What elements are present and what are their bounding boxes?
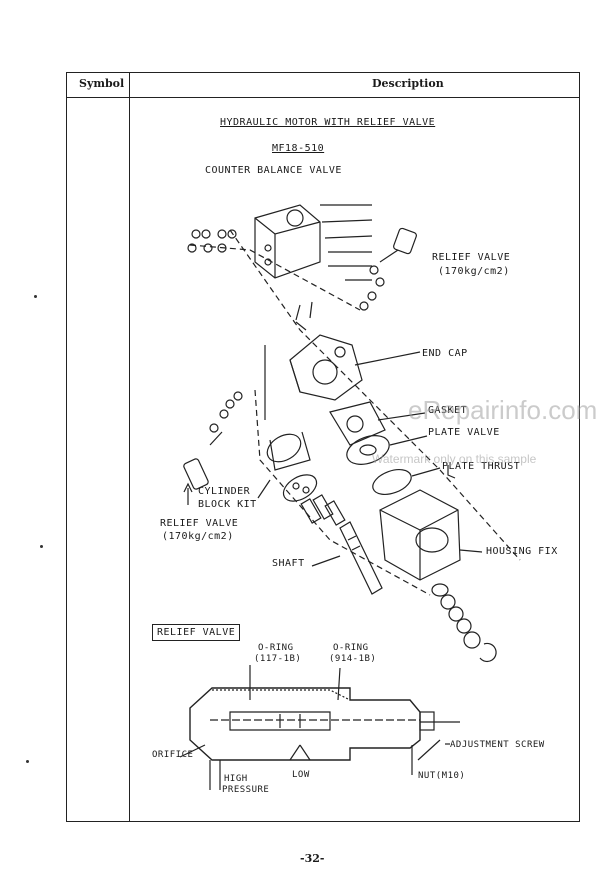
column-divider bbox=[129, 73, 130, 821]
watermark-note: Watermark only on this sample bbox=[372, 452, 537, 466]
label-relief-valve-top: RELIEF VALVE bbox=[432, 252, 511, 263]
label-pressure: PRESSURE bbox=[222, 785, 270, 795]
end-cap-bolts bbox=[295, 301, 313, 331]
label-plate-valve: PLATE VALVE bbox=[428, 427, 500, 438]
plate-thrust-part bbox=[372, 467, 441, 495]
seal-rings-right bbox=[431, 583, 497, 663]
shaft-part bbox=[311, 521, 383, 595]
relief-valve-top-part bbox=[359, 227, 417, 311]
scan-speck bbox=[34, 295, 37, 298]
assembly-axis-line bbox=[254, 389, 431, 596]
label-o-ring-1-code: (117-1B) bbox=[254, 654, 302, 664]
plate-valve-part bbox=[346, 435, 428, 465]
relief-valve-section-title: RELIEF VALVE bbox=[152, 624, 241, 641]
assembly-axis-line bbox=[229, 229, 521, 561]
label-gasket: GASKET bbox=[428, 405, 468, 416]
table-header-row: Symbol Description bbox=[67, 73, 579, 98]
label-adjustment-screw: ADJUSTMENT SCREW bbox=[450, 740, 545, 750]
leader-line bbox=[447, 465, 456, 479]
label-end-cap: END CAP bbox=[422, 348, 468, 359]
page-number: -32- bbox=[300, 852, 325, 865]
label-relief-valve-left-value: (170kg/cm2) bbox=[162, 531, 234, 542]
label-relief-valve-top-value: (170kg/cm2) bbox=[438, 266, 510, 277]
description-column-header: Description bbox=[372, 77, 444, 90]
label-relief-valve-left: RELIEF VALVE bbox=[160, 518, 239, 529]
end-cap-part bbox=[289, 334, 421, 401]
assembly-axis-line bbox=[189, 244, 361, 311]
scan-speck bbox=[40, 545, 43, 548]
label-nut: NUT(M10) bbox=[418, 771, 466, 781]
label-o-ring-2: O-RING bbox=[333, 643, 369, 653]
spec-table: Symbol Description bbox=[66, 72, 580, 822]
label-o-ring-1: O-RING bbox=[258, 643, 294, 653]
drawing-subtitle: COUNTER BALANCE VALVE bbox=[205, 165, 342, 176]
leader-line bbox=[257, 479, 271, 499]
gasket-part bbox=[329, 401, 426, 446]
model-number: MF18-510 bbox=[272, 143, 325, 154]
watermark-brand: eRepairinfo.com bbox=[408, 395, 598, 425]
piston-set bbox=[300, 494, 346, 526]
label-high: HIGH bbox=[224, 774, 248, 784]
relief-valve-left-part bbox=[183, 391, 243, 505]
counter-balance-valve-block bbox=[254, 204, 321, 279]
symbol-column-header: Symbol bbox=[79, 77, 125, 90]
label-orifice: ORIFICE bbox=[152, 750, 194, 760]
housing-part bbox=[379, 489, 483, 581]
o-rings-left bbox=[187, 229, 237, 253]
scan-speck bbox=[26, 760, 29, 763]
relief-valve-cross-section bbox=[179, 665, 460, 790]
label-shaft: SHAFT bbox=[272, 558, 305, 569]
label-low: LOW bbox=[292, 770, 310, 780]
label-cylinder-line2: BLOCK KIT bbox=[198, 499, 257, 510]
drawing-title: HYDRAULIC MOTOR WITH RELIEF VALVE bbox=[220, 117, 436, 128]
label-housing-fix: HOUSING FIX bbox=[486, 546, 558, 557]
cylinder-block-part bbox=[266, 431, 318, 502]
valve-bolts bbox=[320, 204, 373, 281]
label-o-ring-2-code: (914-1B) bbox=[329, 654, 377, 664]
label-cylinder-line1: CYLINDER bbox=[198, 486, 251, 497]
label-plate-thrust: PLATE THRUST bbox=[442, 461, 521, 472]
